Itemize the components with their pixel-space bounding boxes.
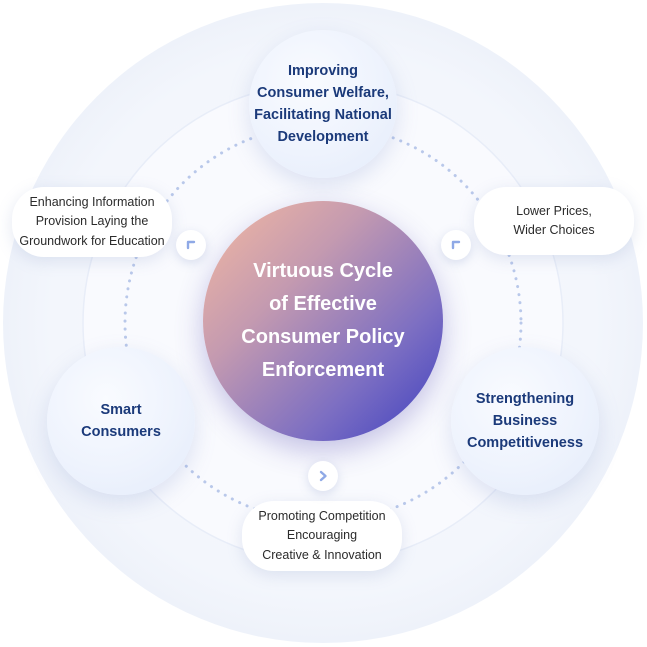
node-right: Strengthening Business Competitiveness — [451, 347, 599, 495]
node-left: Smart Consumers — [47, 347, 195, 495]
chevron-up-right-icon — [186, 240, 196, 250]
node-left-label: Smart Consumers — [81, 402, 161, 440]
arrow-right — [441, 230, 471, 260]
center-label: Virtuous Cycle of Effective Consumer Pol… — [241, 260, 405, 381]
chevron-right-icon — [319, 470, 327, 482]
arrow-left — [176, 230, 206, 260]
pill-right-label: Lower Prices, Wider Choices — [513, 203, 595, 238]
pill-left-label: Enhancing Information Provision Laying t… — [19, 194, 165, 248]
pill-bottom-label: Promoting Competition Encouraging Creati… — [258, 508, 386, 562]
pill-bottom: Promoting Competition Encouraging Creati… — [242, 501, 402, 571]
node-top-label: Improving Consumer Welfare, Facilitating… — [254, 63, 392, 145]
center-circle: Virtuous Cycle of Effective Consumer Pol… — [203, 201, 443, 441]
pill-right: Lower Prices, Wider Choices — [474, 187, 634, 255]
pill-left: Enhancing Information Provision Laying t… — [12, 187, 172, 257]
node-top: Improving Consumer Welfare, Facilitating… — [249, 30, 397, 178]
arrow-bottom — [308, 461, 338, 491]
node-right-label: Strengthening Business Competitiveness — [466, 391, 584, 451]
chevron-up-right-icon — [451, 240, 461, 250]
